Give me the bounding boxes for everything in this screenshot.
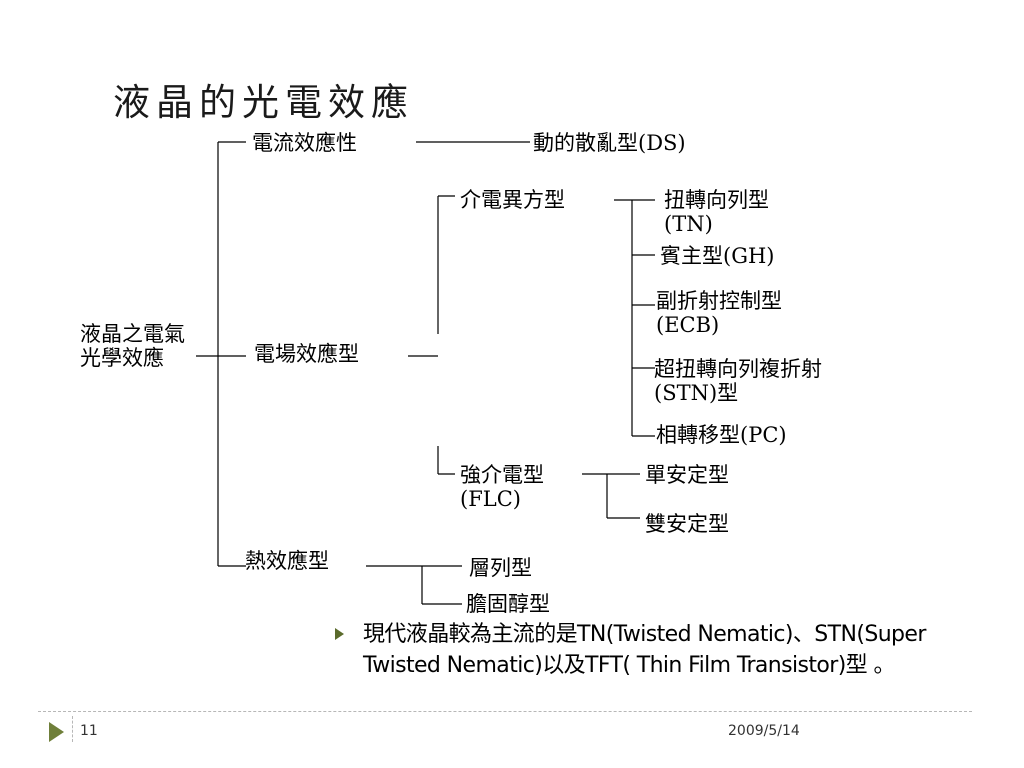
node-tn: 扭轉向列型(TN) [664,188,769,236]
node-pc: 相轉移型(PC) [656,423,787,447]
node-thermal: 熱效應型 [245,549,329,573]
node-mono: 單安定型 [645,463,729,487]
slide-title: 液晶的光電效應 [113,81,414,124]
node-dielectric: 介電異方型 [460,188,565,212]
node-flc: 強介電型(FLC) [460,463,544,511]
footer-arrow-icon [49,722,64,742]
node-smectic: 層列型 [469,556,532,580]
node-current-effect: 電流效應性 [252,131,357,155]
node-ecb: 副折射控制型(ECB) [656,289,782,337]
bullet-text: 現代液晶較為主流的是TN(Twisted Nematic)、STN(Super … [363,622,926,678]
node-field-effect: 電場效應型 [254,342,359,366]
slide-date: 2009/5/14 [728,723,800,739]
bullet-arrow-icon [335,628,344,640]
footer-divider-line [38,711,972,712]
root-node: 液晶之電氣光學效應 [80,322,185,370]
node-cholesteric: 膽固醇型 [466,592,550,616]
node-stn: 超扭轉向列複折射(STN)型 [654,357,822,405]
node-ds: 動的散亂型(DS) [533,131,686,155]
node-gh: 賓主型(GH) [660,244,775,268]
node-bi: 雙安定型 [645,512,729,536]
footer-separator [72,716,73,742]
page-number: 11 [80,723,98,739]
